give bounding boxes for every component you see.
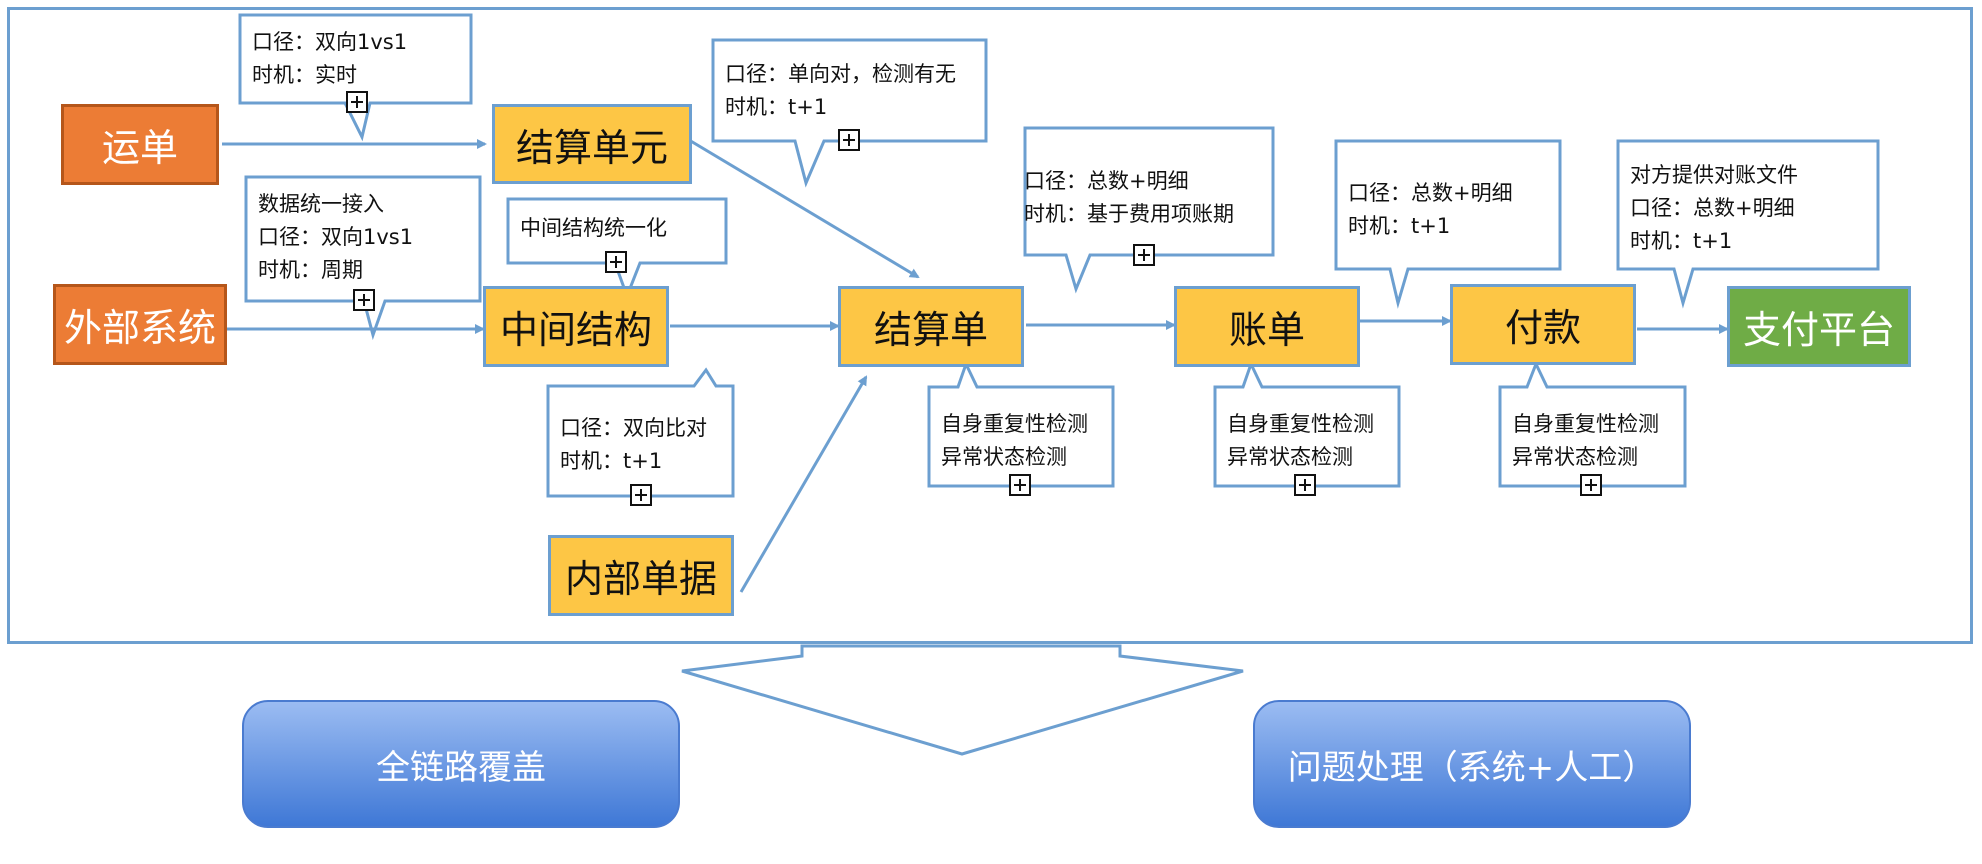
note-text: 时机：实时 [252, 63, 357, 87]
note-waibu: 数据统一接入 口径：双向1vs1 时机：周期 [246, 183, 425, 292]
node-jiesuan-unit-label: 结算单元 [515, 125, 668, 170]
note-text: 对方提供对账文件 [1630, 163, 1798, 187]
expand-plus-icon[interactable] [630, 484, 652, 506]
node-fukuan: 付款 [1450, 284, 1636, 365]
note-text: 中间结构统一化 [520, 216, 667, 240]
edge-neibu-jiesuandan [739, 375, 868, 593]
expand-plus-icon[interactable] [838, 129, 860, 151]
note-zhangdan-bottom: 自身重复性检测 异常状态检测 [1215, 403, 1386, 479]
node-waibu-label: 外部系统 [63, 306, 216, 350]
node-jiesuandan: 结算单 [838, 286, 1024, 367]
note-text: 自身重复性检测 [1227, 412, 1374, 436]
callout-jiesuandan-bottom [927, 360, 1115, 488]
full-chain-coverage-label: 全链路覆盖 [376, 747, 546, 788]
node-yundan: 运单 [61, 104, 219, 185]
node-zhangdan-label: 账单 [1228, 308, 1305, 352]
note-text: 自身重复性检测 [1512, 412, 1659, 436]
note-text: 时机：周期 [258, 258, 363, 282]
note-unit: 口径：单向对，检测有无 时机：t+1 [713, 53, 968, 129]
full-chain-coverage-box: 全链路覆盖 [242, 700, 680, 828]
node-jiesuandan-label: 结算单 [873, 308, 988, 352]
expand-plus-icon[interactable] [346, 91, 368, 113]
callout-waibu [244, 175, 482, 341]
node-yundan-label: 运单 [101, 126, 178, 170]
down-arrow [681, 644, 1244, 756]
expand-plus-icon[interactable] [605, 251, 627, 273]
note-text: 时机：t+1 [725, 95, 828, 119]
issue-handling-label: 问题处理（系统+人工） [1287, 747, 1657, 788]
note-zhongjian-top: 中间结构统一化 [508, 207, 679, 250]
note-text: 时机：t+1 [1630, 229, 1733, 253]
note-text: 异常状态检测 [941, 445, 1067, 469]
expand-plus-icon[interactable] [353, 289, 375, 311]
callout-jiesuandan-top [1023, 126, 1275, 294]
note-text: 口径：双向比对 [560, 416, 707, 440]
callout-zhongjian-bottom [546, 367, 735, 498]
note-text: 异常状态检测 [1227, 445, 1353, 469]
node-zhongjian-label: 中间结构 [499, 308, 652, 352]
note-text: 时机：t+1 [1348, 214, 1451, 238]
expand-plus-icon[interactable] [1294, 474, 1316, 496]
callout-zhangdan-bottom [1213, 360, 1401, 488]
expand-plus-icon[interactable] [1009, 474, 1031, 496]
diagram-frame [7, 7, 1973, 644]
note-text: 口径：总数+明细 [1024, 169, 1189, 193]
callout-yundan [238, 13, 473, 142]
note-text: 数据统一接入 [258, 192, 384, 216]
note-zhongjian-bottom: 口径：双向比对 时机：t+1 [548, 407, 719, 483]
note-jiesuandan-top: 口径：总数+明细 时机：基于费用项账期 [1012, 160, 1246, 236]
expand-plus-icon[interactable] [1580, 474, 1602, 496]
note-text: 口径：总数+明细 [1348, 181, 1513, 205]
note-text: 口径：双向1vs1 [258, 225, 414, 249]
node-zhifu: 支付平台 [1727, 286, 1911, 367]
callout-fukuan-bottom [1498, 360, 1687, 488]
expand-plus-icon[interactable] [1133, 244, 1155, 266]
node-neibu: 内部单据 [548, 535, 734, 616]
callout-unit [711, 38, 988, 188]
note-text: 自身重复性检测 [941, 412, 1088, 436]
node-zhongjian: 中间结构 [483, 286, 669, 367]
callout-zhongjian-top [506, 197, 728, 301]
note-jiesuandan-bottom: 自身重复性检测 异常状态检测 [929, 403, 1100, 479]
node-fukuan-label: 付款 [1504, 306, 1581, 350]
callout-zhangdan-top [1334, 139, 1562, 309]
note-yundan: 口径：双向1vs1 时机：实时 [240, 21, 419, 97]
note-text: 口径：总数+明细 [1630, 196, 1795, 220]
note-text: 时机：基于费用项账期 [1024, 202, 1234, 226]
note-text: 口径：双向1vs1 [252, 30, 408, 54]
note-text: 时机：t+1 [560, 449, 663, 473]
node-neibu-label: 内部单据 [564, 557, 717, 601]
issue-handling-box: 问题处理（系统+人工） [1253, 700, 1691, 828]
note-text: 口径：单向对，检测有无 [725, 62, 956, 86]
node-zhangdan: 账单 [1174, 286, 1360, 367]
note-zhangdan-top: 口径：总数+明细 时机：t+1 [1336, 172, 1525, 248]
node-waibu: 外部系统 [53, 284, 227, 365]
node-zhifu-label: 支付平台 [1742, 308, 1895, 352]
note-fukuan-top: 对方提供对账文件 口径：总数+明细 时机：t+1 [1618, 154, 1810, 263]
callout-fukuan-top [1616, 139, 1880, 309]
edge-unit-jiesuandan [688, 138, 920, 279]
note-text: 异常状态检测 [1512, 445, 1638, 469]
note-fukuan-bottom: 自身重复性检测 异常状态检测 [1500, 403, 1671, 479]
node-jiesuan-unit: 结算单元 [492, 104, 692, 184]
